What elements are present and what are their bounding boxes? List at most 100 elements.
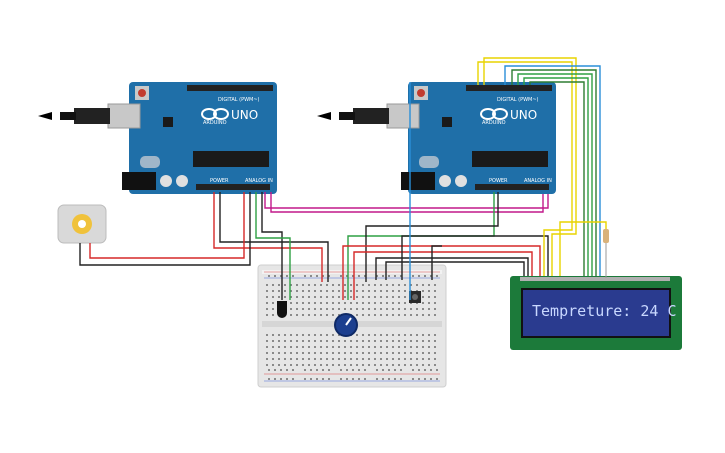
wire-green [255, 192, 291, 300]
breadboard-hole [286, 369, 288, 371]
breadboard-hole [386, 314, 388, 316]
breadboard-hole [284, 352, 286, 354]
breadboard-hole [422, 284, 424, 286]
breadboard-hole [436, 378, 438, 380]
breadboard-hole [272, 352, 274, 354]
breadboard-hole [428, 364, 430, 366]
breadboard-hole [284, 334, 286, 336]
breadboard-hole [400, 275, 402, 277]
breadboard-hole [296, 308, 298, 310]
breadboard-hole [374, 358, 376, 360]
breadboard-hole [344, 290, 346, 292]
breadboard-hole [380, 296, 382, 298]
breadboard-hole [284, 296, 286, 298]
breadboard-hole [326, 302, 328, 304]
breadboard-hole [392, 308, 394, 310]
breadboard-hole [386, 340, 388, 342]
breadboard-hole [308, 290, 310, 292]
breadboard-hole [320, 302, 322, 304]
breadboard-hole [320, 284, 322, 286]
breadboard-hole [418, 369, 420, 371]
breadboard-hole [434, 302, 436, 304]
board-digital-label: DIGITAL (PWM~) [497, 97, 539, 103]
breadboard-hole [290, 352, 292, 354]
breadboard-hole [350, 364, 352, 366]
temperature-sensor[interactable] [277, 301, 287, 318]
breadboard-hole [404, 290, 406, 292]
breadboard-hole [350, 346, 352, 348]
breadboard-hole [326, 358, 328, 360]
breadboard-hole [338, 346, 340, 348]
breadboard-hole [398, 346, 400, 348]
breadboard-hole [380, 358, 382, 360]
breadboard-hole [344, 358, 346, 360]
breadboard-hole [412, 275, 414, 277]
breadboard-hole [404, 308, 406, 310]
breadboard-hole [332, 302, 334, 304]
breadboard-hole [326, 296, 328, 298]
potentiometer[interactable] [334, 313, 358, 337]
breadboard-hole [374, 340, 376, 342]
breadboard-hole [350, 290, 352, 292]
breadboard-hole [308, 308, 310, 310]
breadboard-hole [386, 346, 388, 348]
breadboard-hole [284, 284, 286, 286]
breadboard-hole [368, 346, 370, 348]
breadboard-hole [410, 352, 412, 354]
arduino-uno-board-1[interactable]: UNO ARDUINO DIGITAL (PWM~) POWER ANALOG … [38, 82, 277, 194]
dc-motor[interactable] [57, 204, 107, 244]
breadboard-hole [320, 364, 322, 366]
breadboard-hole [346, 378, 348, 380]
breadboard-hole [430, 369, 432, 371]
breadboard-hole [326, 290, 328, 292]
breadboard-hole [332, 340, 334, 342]
breadboard-hole [424, 378, 426, 380]
breadboard-hole [428, 290, 430, 292]
breadboard-hole [328, 369, 330, 371]
breadboard-hole [362, 364, 364, 366]
breadboard-hole [320, 358, 322, 360]
breadboard-hole [356, 340, 358, 342]
lcd-display[interactable]: Tempreture: 24 C [510, 276, 682, 350]
breadboard-hole [386, 364, 388, 366]
breadboard-hole [428, 296, 430, 298]
breadboard-hole [392, 340, 394, 342]
breadboard-hole [358, 369, 360, 371]
breadboard-hole [278, 346, 280, 348]
wire-magenta [270, 192, 544, 213]
breadboard-hole [296, 358, 298, 360]
breadboard-hole [280, 275, 282, 277]
breadboard-hole [404, 284, 406, 286]
breadboard-hole [398, 308, 400, 310]
breadboard-hole [434, 346, 436, 348]
breadboard-hole [302, 308, 304, 310]
breadboard-hole [434, 358, 436, 360]
breadboard-hole [412, 369, 414, 371]
arduino-uno-board-2[interactable]: UNO ARDUINO DIGITAL (PWM~) POWER ANALOG … [317, 82, 556, 194]
resistor[interactable] [603, 229, 609, 278]
breadboard-hole [338, 308, 340, 310]
breadboard-hole [332, 308, 334, 310]
breadboard-hole [332, 352, 334, 354]
breadboard-hole [434, 334, 436, 336]
breadboard-hole [268, 369, 270, 371]
breadboard-hole [398, 302, 400, 304]
breadboard-hole [356, 302, 358, 304]
breadboard-hole [352, 275, 354, 277]
breadboard-hole [358, 275, 360, 277]
push-button[interactable] [409, 291, 421, 303]
breadboard-hole [434, 284, 436, 286]
breadboard-hole [356, 284, 358, 286]
breadboard-hole [290, 314, 292, 316]
breadboard-hole [386, 284, 388, 286]
breadboard-hole [346, 369, 348, 371]
breadboard-hole [422, 364, 424, 366]
breadboard-hole [398, 296, 400, 298]
breadboard-hole [392, 302, 394, 304]
breadboard-hole [350, 284, 352, 286]
breadboard-hole [416, 308, 418, 310]
breadboard-hole [416, 364, 418, 366]
breadboard-hole [398, 284, 400, 286]
breadboard-hole [340, 378, 342, 380]
breadboard-hole [344, 340, 346, 342]
